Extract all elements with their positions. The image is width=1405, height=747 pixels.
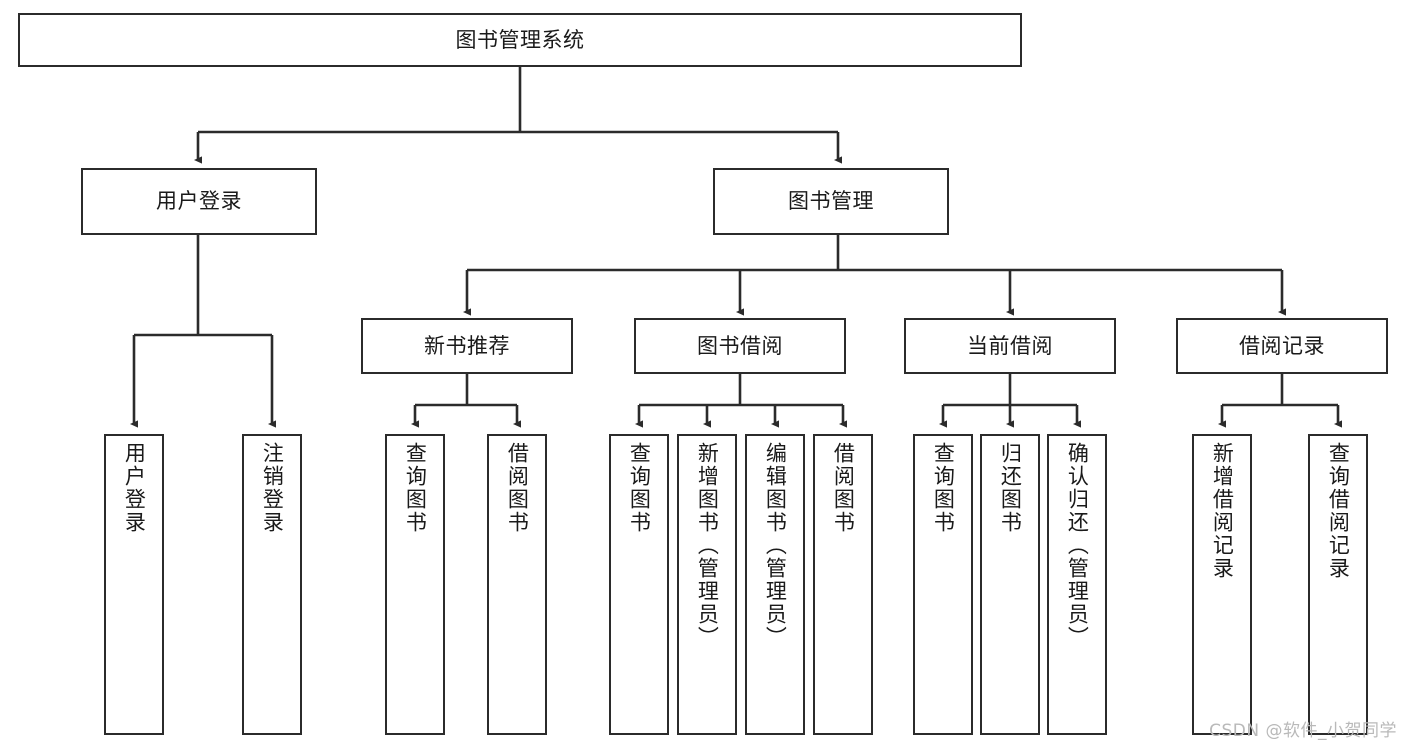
node-user-login[interactable]: 用户登录 [81, 168, 317, 235]
node-leaf-add-borrow-record[interactable]: 新增借阅记录 [1192, 434, 1252, 735]
node-leaf-logout[interactable]: 注销登录 [242, 434, 302, 735]
node-leaf-user-login[interactable]: 用户登录 [104, 434, 164, 735]
node-leaf-add-book-admin[interactable]: 新增图书（管理员） [677, 434, 737, 735]
node-label: 用户登录 [156, 189, 242, 214]
node-borrow-records[interactable]: 借阅记录 [1176, 318, 1388, 374]
node-leaf-query-book[interactable]: 查询图书 [609, 434, 669, 735]
node-label: 编辑图书（管理员） [763, 442, 788, 649]
node-leaf-return-book[interactable]: 归还图书 [980, 434, 1040, 735]
node-label: 查询图书 [931, 442, 956, 534]
node-label: 新增借阅记录 [1210, 442, 1235, 580]
node-label: 确认归还（管理员） [1065, 442, 1090, 649]
node-label: 当前借阅 [967, 333, 1053, 358]
node-label: 归还图书 [998, 442, 1023, 534]
node-label: 用户登录 [122, 442, 147, 534]
node-root-system[interactable]: 图书管理系统 [18, 13, 1022, 67]
node-leaf-confirm-return-admin[interactable]: 确认归还（管理员） [1047, 434, 1107, 735]
watermark-text: CSDN @软件_小贺同学 [1209, 721, 1397, 741]
node-label: 图书管理 [788, 189, 874, 214]
node-label: 图书借阅 [697, 333, 783, 358]
node-label: 新增图书（管理员） [695, 442, 720, 649]
node-new-book-recommend[interactable]: 新书推荐 [361, 318, 573, 374]
node-leaf-query-borrow-record[interactable]: 查询借阅记录 [1308, 434, 1368, 735]
node-leaf-edit-book-admin[interactable]: 编辑图书（管理员） [745, 434, 805, 735]
node-leaf-borrow-book[interactable]: 借阅图书 [813, 434, 873, 735]
node-label: 查询图书 [627, 442, 652, 534]
node-label: 新书推荐 [424, 333, 510, 358]
node-leaf-query-book-recommend[interactable]: 查询图书 [385, 434, 445, 735]
node-label: 借阅图书 [831, 442, 856, 534]
node-label: 查询借阅记录 [1326, 442, 1351, 580]
node-label: 借阅记录 [1239, 333, 1325, 358]
node-label: 查询图书 [403, 442, 428, 534]
node-book-management[interactable]: 图书管理 [713, 168, 949, 235]
node-label: 注销登录 [260, 442, 285, 534]
node-book-borrow[interactable]: 图书借阅 [634, 318, 846, 374]
node-leaf-borrow-book-recommend[interactable]: 借阅图书 [487, 434, 547, 735]
node-current-borrow[interactable]: 当前借阅 [904, 318, 1116, 374]
node-leaf-query-book-current[interactable]: 查询图书 [913, 434, 973, 735]
node-label: 图书管理系统 [455, 27, 585, 52]
node-label: 借阅图书 [505, 442, 530, 534]
